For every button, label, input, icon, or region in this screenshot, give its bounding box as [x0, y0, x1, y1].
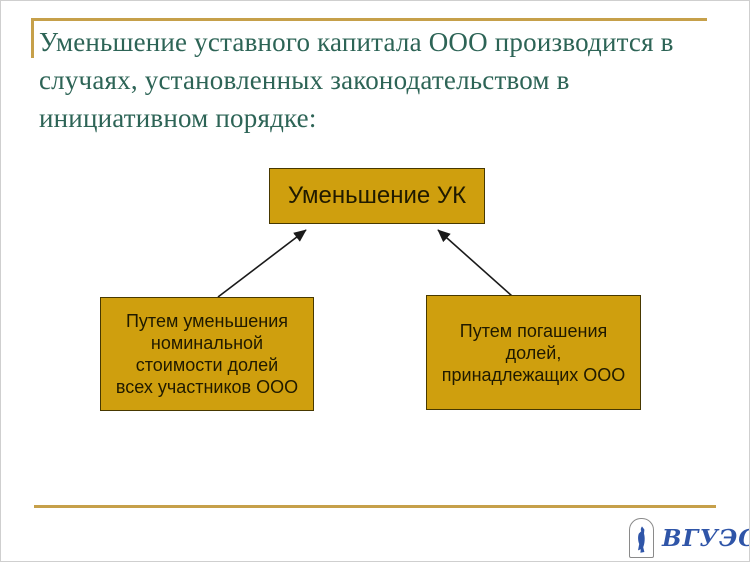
node-left-line-1: Путем уменьшения	[125, 311, 289, 331]
node-right-line-1: Путем погашения	[459, 320, 608, 341]
top-accent-line	[31, 18, 707, 21]
node-root-label: Уменьшение УК	[287, 182, 467, 209]
arrow-left-child-to-root	[217, 229, 307, 298]
node-right-line-2: долей,	[505, 342, 562, 363]
slide-title: Уменьшение уставного капитала ООО произв…	[39, 23, 729, 137]
diagram-node-root: Уменьшение УК	[269, 168, 485, 224]
node-right-line-3: принадлежащих ООО	[441, 364, 626, 385]
node-left-line-3: стоимости долей	[135, 355, 279, 375]
vvsu-logo: ВГУЭС	[629, 518, 750, 558]
statue-icon	[637, 526, 645, 553]
logo-text: ВГУЭС	[662, 524, 750, 552]
arrow-right-child-to-root	[437, 229, 513, 297]
node-left-line-2: номинальной	[150, 333, 264, 353]
title-line-2: случаях, установленных законодательством…	[39, 65, 570, 95]
diagram-node-right: Путем погашения долей, принадлежащих ООО	[426, 295, 641, 410]
left-accent-line	[31, 18, 34, 58]
title-line-3: инициативном порядке:	[39, 103, 317, 133]
title-line-1: Уменьшение уставного капитала ООО произв…	[39, 27, 674, 57]
node-left-line-4: всех участников ООО	[115, 377, 299, 397]
logo-arch-icon	[629, 518, 654, 558]
diagram-node-left: Путем уменьшения номинальной стоимости д…	[100, 297, 314, 411]
bottom-accent-line	[34, 505, 716, 508]
